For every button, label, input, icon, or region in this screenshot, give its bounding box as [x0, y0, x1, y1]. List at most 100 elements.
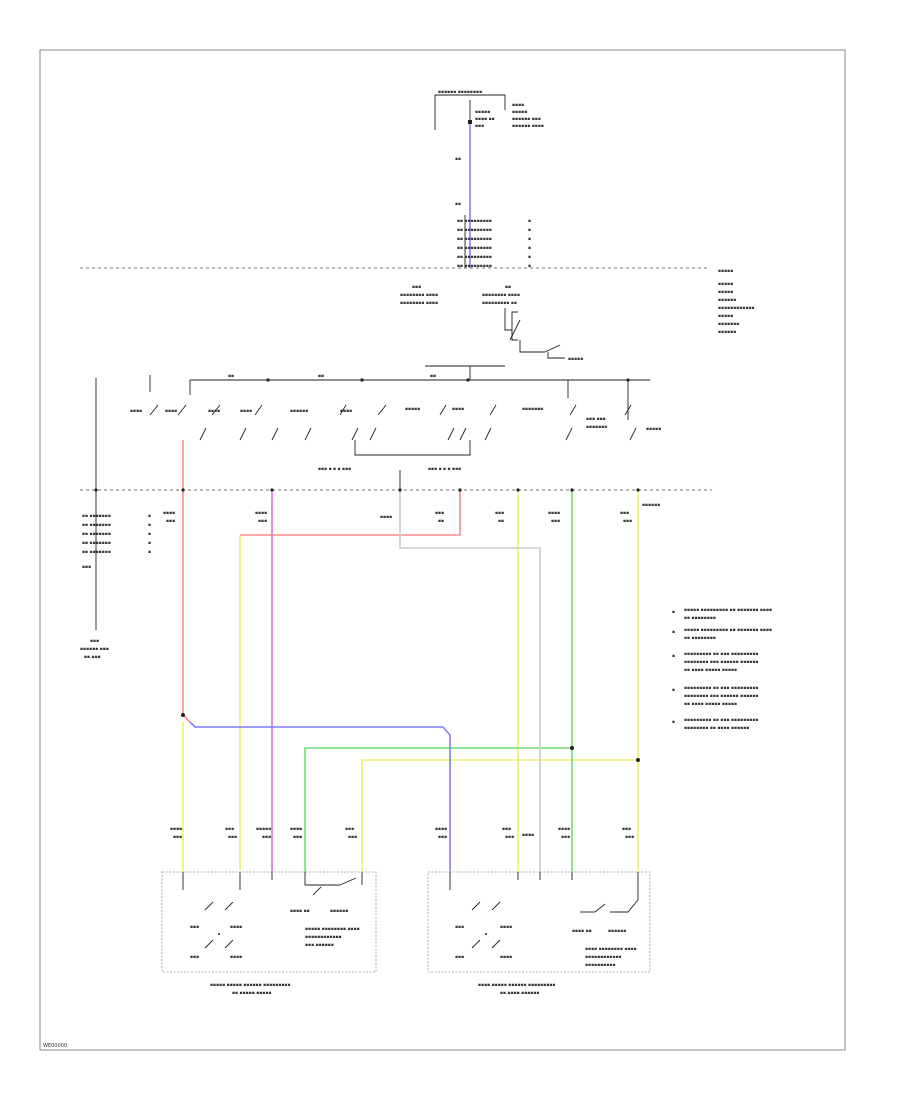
svg-text:▪▪ ▪▪▪▪▪▪▪: ▪▪ ▪▪▪▪▪▪▪ [82, 541, 111, 546]
svg-text:▪▪▪: ▪▪▪ [561, 835, 570, 840]
svg-text:▪▪ ▪▪▪▪▪▪▪▪▪: ▪▪ ▪▪▪▪▪▪▪▪▪ [457, 255, 492, 260]
upper-pin-block: ▪▪ ▪▪▪▪▪▪▪▪▪ ▪▪ ▪▪▪▪▪▪▪▪▪ ▪▪ ▪▪▪▪▪▪▪▪▪ ▪… [457, 215, 531, 269]
legend-notes: ▪ ▪▪▪▪▪ ▪▪▪▪▪▪▪▪▪ ▪▪ ▪▪▪▪▪▪▪ ▪▪▪▪ ▪▪ ▪▪▪… [672, 608, 772, 731]
diagram-code: WE00000 [43, 1043, 67, 1049]
svg-text:▪▪▪: ▪▪▪ [262, 835, 271, 840]
switch-bus: ▪▪ ▪▪ ▪▪ [149, 365, 650, 395]
svg-text:▪▪ ▪▪▪▪▪▪▪▪▪: ▪▪ ▪▪▪▪▪▪▪▪▪ [457, 228, 492, 233]
svg-text:▪▪▪▪: ▪▪▪▪ [163, 511, 175, 516]
svg-text:▪▪▪: ▪▪▪ [166, 519, 175, 524]
svg-text:▪▪▪▪▪: ▪▪▪▪▪ [718, 282, 733, 287]
wire-yellow-cross [361, 759, 638, 872]
svg-text:▪▪▪: ▪▪▪ [190, 955, 199, 960]
svg-text:▪▪▪: ▪▪▪ [228, 835, 237, 840]
svg-text:▪▪▪▪▪▪: ▪▪▪▪▪▪ [608, 929, 626, 934]
svg-text:▪▪▪▪ ▪▪: ▪▪▪▪ ▪▪ [475, 117, 495, 122]
svg-text:▪: ▪ [148, 541, 151, 546]
svg-text:▪▪▪▪ ▪▪▪▪▪ ▪▪▪▪▪▪ ▪▪▪▪▪▪▪▪▪: ▪▪▪▪ ▪▪▪▪▪ ▪▪▪▪▪▪ ▪▪▪▪▪▪▪▪▪ [478, 983, 556, 988]
svg-text:▪▪▪: ▪▪▪ [258, 519, 267, 524]
svg-text:▪▪: ▪▪ [455, 202, 461, 207]
svg-text:▪▪▪: ▪▪▪ [348, 835, 357, 840]
wire-color-labels-lower: ▪▪▪▪ ▪▪▪ ▪▪▪ ▪▪▪ ▪▪▪▪▪ ▪▪▪ ▪▪▪▪ ▪▪▪ ▪▪▪ … [170, 827, 634, 840]
svg-text:▪▪▪▪▪▪: ▪▪▪▪▪▪ [642, 503, 660, 508]
svg-text:▪▪▪▪▪: ▪▪▪▪▪ [718, 290, 733, 295]
svg-text:▪▪▪▪▪▪▪: ▪▪▪▪▪▪▪ [586, 425, 607, 430]
svg-text:▪▪▪▪▪▪▪▪▪ ▪▪ ▪▪▪ ▪▪▪▪▪▪▪▪▪: ▪▪▪▪▪▪▪▪▪ ▪▪ ▪▪▪ ▪▪▪▪▪▪▪▪▪ [684, 652, 758, 657]
svg-text:▪▪▪▪▪▪▪▪ ▪▪▪ ▪▪▪▪▪▪ ▪▪▪▪▪▪: ▪▪▪▪▪▪▪▪ ▪▪▪ ▪▪▪▪▪▪ ▪▪▪▪▪▪ [684, 694, 758, 699]
svg-text:▪▪ ▪▪▪▪▪▪▪▪▪: ▪▪ ▪▪▪▪▪▪▪▪▪ [457, 237, 492, 242]
svg-text:▪▪▪▪▪: ▪▪▪▪▪ [718, 269, 733, 274]
svg-text:▪▪▪▪▪: ▪▪▪▪▪ [568, 357, 583, 362]
svg-text:▪▪▪▪▪▪: ▪▪▪▪▪▪ [290, 409, 308, 414]
svg-text:▪▪▪▪: ▪▪▪▪ [500, 925, 512, 930]
svg-text:▪▪▪▪: ▪▪▪▪ [230, 955, 242, 960]
svg-text:▪▪▪: ▪▪▪ [293, 835, 302, 840]
svg-text:▪▪▪: ▪▪▪ [620, 511, 629, 516]
right-door-module: ▪▪▪▪ ▪▪ ▪▪▪▪▪▪ ▪▪▪ ▪▪▪▪ ▪▪▪ ▪▪▪▪ ▪▪▪▪▪ ▪… [161, 871, 377, 996]
svg-text:▪▪ ▪▪▪: ▪▪ ▪▪▪ [84, 655, 101, 660]
svg-text:▪▪▪: ▪▪▪ [345, 827, 354, 832]
svg-text:▪▪▪▪: ▪▪▪▪ [558, 827, 570, 832]
svg-text:▪▪▪: ▪▪▪ [625, 835, 634, 840]
svg-text:▪: ▪ [672, 654, 675, 659]
svg-text:▪▪▪ ▪▪▪: ▪▪▪ ▪▪▪ [586, 417, 606, 422]
svg-text:▪▪▪▪: ▪▪▪▪ [170, 827, 182, 832]
svg-text:▪▪▪▪▪▪ ▪▪▪▪: ▪▪▪▪▪▪ ▪▪▪▪ [512, 124, 544, 129]
svg-text:▪▪▪▪: ▪▪▪▪ [452, 407, 464, 412]
svg-text:▪▪▪▪: ▪▪▪▪ [340, 409, 352, 414]
svg-text:▪▪▪▪▪▪▪▪▪▪▪▪: ▪▪▪▪▪▪▪▪▪▪▪▪ [718, 306, 755, 311]
svg-text:▪▪▪: ▪▪▪ [622, 827, 631, 832]
svg-text:▪▪▪▪: ▪▪▪▪ [130, 409, 142, 414]
svg-text:▪▪▪▪: ▪▪▪▪ [255, 511, 267, 516]
svg-text:▪▪▪▪▪ ▪▪▪▪▪▪▪▪▪ ▪▪ ▪▪▪▪▪▪▪ ▪▪▪: ▪▪▪▪▪ ▪▪▪▪▪▪▪▪▪ ▪▪ ▪▪▪▪▪▪▪ ▪▪▪▪ [684, 628, 772, 633]
svg-text:▪▪▪▪▪▪▪▪▪▪▪▪: ▪▪▪▪▪▪▪▪▪▪▪▪ [305, 935, 342, 940]
svg-text:▪▪▪▪▪▪: ▪▪▪▪▪▪ [718, 330, 736, 335]
svg-text:▪▪▪ ▪ ▪ ▪ ▪▪▪: ▪▪▪ ▪ ▪ ▪ ▪▪▪ [318, 467, 351, 472]
ground-circuit: ▪▪ ▪▪▪▪▪▪▪ ▪▪ ▪▪▪▪▪▪▪ ▪▪ ▪▪▪▪▪▪▪ ▪▪ ▪▪▪▪… [80, 378, 151, 660]
svg-text:▪: ▪ [148, 514, 151, 519]
svg-text:▪: ▪ [148, 523, 151, 528]
svg-text:▪▪▪: ▪▪▪ [412, 285, 421, 290]
svg-text:▪▪▪: ▪▪▪ [551, 519, 560, 524]
svg-text:▪▪ ▪▪▪▪▪▪▪▪: ▪▪ ▪▪▪▪▪▪▪▪ [684, 616, 716, 621]
svg-text:▪▪ ▪▪▪▪▪▪▪▪▪: ▪▪ ▪▪▪▪▪▪▪▪▪ [457, 264, 492, 269]
svg-text:▪▪▪▪: ▪▪▪▪ [500, 955, 512, 960]
svg-text:▪▪▪▪▪: ▪▪▪▪▪ [256, 827, 271, 832]
svg-text:▪▪▪▪▪ ▪▪▪▪▪ ▪▪▪▪▪▪ ▪▪▪▪▪▪▪▪▪: ▪▪▪▪▪ ▪▪▪▪▪ ▪▪▪▪▪▪ ▪▪▪▪▪▪▪▪▪ [210, 983, 291, 988]
svg-text:▪▪▪▪: ▪▪▪▪ [230, 925, 242, 930]
svg-text:▪▪▪▪▪: ▪▪▪▪▪ [646, 427, 661, 432]
svg-text:▪▪: ▪▪ [505, 285, 511, 290]
svg-text:▪▪▪▪ ▪▪▪▪▪▪▪▪ ▪▪▪▪: ▪▪▪▪ ▪▪▪▪▪▪▪▪ ▪▪▪▪ [585, 947, 637, 952]
svg-text:▪: ▪ [672, 630, 675, 635]
svg-text:▪▪▪▪▪▪▪▪▪▪▪▪: ▪▪▪▪▪▪▪▪▪▪▪▪ [585, 955, 622, 960]
svg-text:▪▪▪▪: ▪▪▪▪ [165, 409, 177, 414]
wire-white [399, 490, 541, 872]
svg-text:▪: ▪ [148, 550, 151, 555]
svg-text:▪▪▪▪▪: ▪▪▪▪▪ [512, 110, 527, 115]
svg-text:▪▪▪: ▪▪▪ [475, 124, 484, 129]
svg-text:▪▪▪▪▪▪ ▪▪▪: ▪▪▪▪▪▪ ▪▪▪ [512, 117, 541, 122]
svg-text:▪▪ ▪▪▪▪ ▪▪▪▪▪▪: ▪▪ ▪▪▪▪ ▪▪▪▪▪▪ [500, 991, 539, 996]
svg-text:▪▪▪: ▪▪▪ [173, 835, 182, 840]
relay-switch-top: ▪▪▪ ▪▪▪▪▪▪▪▪ ▪▪▪▪ ▪▪▪▪▪▪▪▪ ▪▪▪▪ ▪▪ ▪▪▪▪▪… [400, 285, 583, 362]
svg-text:▪▪▪▪: ▪▪▪▪ [290, 827, 302, 832]
svg-text:▪▪▪▪▪: ▪▪▪▪▪ [405, 407, 420, 412]
svg-text:▪▪: ▪▪ [455, 157, 461, 162]
svg-text:▪▪▪▪▪▪▪▪▪ ▪▪ ▪▪▪ ▪▪▪▪▪▪▪▪▪: ▪▪▪▪▪▪▪▪▪ ▪▪ ▪▪▪ ▪▪▪▪▪▪▪▪▪ [684, 718, 758, 723]
svg-text:▪▪ ▪▪▪▪▪▪▪▪▪: ▪▪ ▪▪▪▪▪▪▪▪▪ [457, 219, 492, 224]
svg-text:▪▪ ▪▪▪▪▪▪▪: ▪▪ ▪▪▪▪▪▪▪ [82, 514, 111, 519]
svg-text:▪▪▪▪▪▪: ▪▪▪▪▪▪ [718, 298, 736, 303]
svg-text:▪▪▪: ▪▪▪ [502, 827, 511, 832]
svg-text:▪▪: ▪▪ [228, 374, 234, 379]
svg-text:▪▪: ▪▪ [318, 374, 324, 379]
svg-text:▪: ▪ [672, 720, 675, 725]
svg-text:▪▪ ▪▪▪▪▪ ▪▪▪▪▪: ▪▪ ▪▪▪▪▪ ▪▪▪▪▪ [232, 991, 271, 996]
svg-text:▪: ▪ [528, 219, 531, 224]
svg-text:▪: ▪ [528, 237, 531, 242]
svg-text:▪▪▪▪: ▪▪▪▪ [522, 833, 534, 838]
svg-text:▪▪ ▪▪▪▪▪▪▪: ▪▪ ▪▪▪▪▪▪▪ [82, 523, 111, 528]
svg-text:▪: ▪ [528, 264, 531, 269]
svg-text:▪▪ ▪▪▪▪ ▪▪▪▪▪ ▪▪▪▪▪: ▪▪ ▪▪▪▪ ▪▪▪▪▪ ▪▪▪▪▪ [684, 668, 737, 673]
svg-text:▪▪ ▪▪▪▪▪▪▪: ▪▪ ▪▪▪▪▪▪▪ [82, 532, 111, 537]
